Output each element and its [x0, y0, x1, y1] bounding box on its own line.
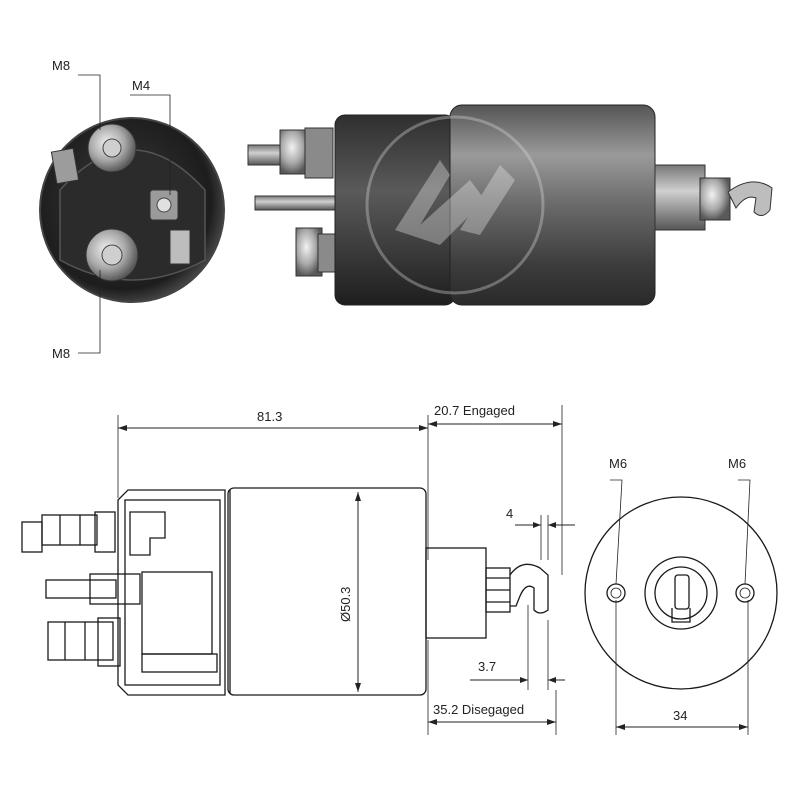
- leader-m4: [130, 94, 171, 195]
- label-m4: M4: [132, 78, 150, 93]
- center-pin-icon: [254, 195, 336, 211]
- photo-end-view: [39, 117, 225, 303]
- dim-bolt-spacing-label: 34: [673, 708, 687, 723]
- hook-icon: [727, 181, 773, 216]
- dim-disengaged: 35.2 Disegaged: [428, 702, 556, 725]
- photo-leaders: [78, 74, 171, 354]
- dim-length: 81.3: [118, 409, 428, 431]
- label-m6-right: M6: [728, 456, 746, 471]
- dim-diameter-label: Ø50.3: [338, 587, 353, 622]
- label-m8-bottom: M8: [52, 346, 70, 361]
- logo-watermark-icon: [365, 115, 545, 295]
- dim-engaged-label: 20.7 Engaged: [434, 403, 515, 418]
- drawing-side-view: [21, 405, 563, 735]
- plunger-icon: [654, 164, 706, 231]
- end-view-circle: [584, 496, 778, 690]
- dim-stroke-4-label: 4: [506, 506, 513, 521]
- leader-m8-top: [78, 74, 101, 130]
- photo-side-view: [247, 104, 773, 306]
- leader-m8-bottom: [78, 270, 101, 354]
- drawing-plunger: [425, 547, 487, 639]
- drawing-body: [227, 487, 427, 696]
- label-m6-left: M6: [609, 456, 627, 471]
- dim-diameter: Ø50.3: [338, 492, 361, 692]
- dim-stroke-3-7: 3.7: [470, 659, 565, 683]
- dim-engaged: 20.7 Engaged: [428, 403, 562, 427]
- drawing-hook-icon: [509, 563, 549, 614]
- drawing-top-terminal: [41, 514, 98, 546]
- m6-hole-left-icon: [606, 583, 626, 603]
- label-m8-top: M8: [52, 58, 70, 73]
- drawing-end-view: [584, 479, 778, 735]
- cap-outline: [117, 489, 226, 696]
- spade-tab-icon: [169, 229, 191, 265]
- dim-stroke-4: 4: [506, 506, 575, 528]
- m6-hole-right-icon: [735, 583, 755, 603]
- dim-disengaged-label: 35.2 Disegaged: [433, 702, 524, 717]
- drawing-bottom-terminal: [47, 621, 114, 661]
- dim-stroke-3-7-label: 3.7: [478, 659, 496, 674]
- drawing-center-pin: [45, 579, 117, 599]
- dim-length-label: 81.3: [257, 409, 282, 424]
- dim-bolt-spacing: 34: [616, 708, 748, 730]
